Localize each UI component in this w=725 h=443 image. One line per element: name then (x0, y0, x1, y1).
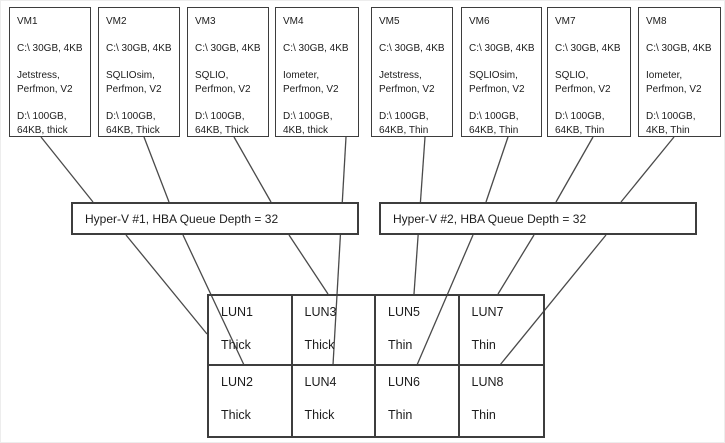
vm5-drive-d: D:\ 100GB, 64KB, Thin (379, 111, 429, 136)
lun2-cell: LUN2 Thick (209, 366, 293, 436)
vm5-workload: Jetstress, Perfmon, V2 (379, 70, 435, 95)
connector-line-hyperv2-lun7 (497, 234, 535, 295)
vm2-name: VM2 (106, 16, 127, 27)
vm8-drive-c: C:\ 30GB, 4KB (646, 43, 712, 54)
lun6-type: Thin (388, 408, 413, 422)
lun2-name: LUN2 (221, 375, 253, 389)
vm7-workload: SQLIO, Perfmon, V2 (555, 70, 611, 95)
vm3-drive-d: D:\ 100GB, 64KB, Thick (195, 111, 249, 136)
vm4-drive-c: C:\ 30GB, 4KB (283, 43, 349, 54)
vm6-drive-c: C:\ 30GB, 4KB (469, 43, 535, 54)
hyperv1-box: Hyper-V #1, HBA Queue Depth = 32 (71, 202, 359, 235)
vm5-name: VM5 (379, 16, 400, 27)
vm4-workload: Iometer, Perfmon, V2 (283, 70, 339, 95)
vm5-box: VM5 C:\ 30GB, 4KB Jetstress, Perfmon, V2… (371, 7, 453, 137)
lun8-name: LUN8 (471, 375, 504, 389)
lun4-cell: LUN4 Thick (293, 366, 376, 436)
vm4-box: VM4 C:\ 30GB, 4KB Iometer, Perfmon, V2 D… (275, 7, 359, 137)
lun3-cell: LUN3 Thick (292, 296, 376, 366)
vm4-drive-d: D:\ 100GB, 4KB, thick (283, 111, 333, 136)
vm8-name: VM8 (646, 16, 667, 27)
vm6-workload: SQLIOsim, Perfmon, V2 (469, 70, 525, 95)
vm3-box: VM3 C:\ 30GB, 4KB SQLIO, Perfmon, V2 D:\… (187, 7, 269, 137)
vm3-name: VM3 (195, 16, 216, 27)
vm5-drive-c: C:\ 30GB, 4KB (379, 43, 445, 54)
lun4-name: LUN4 (304, 375, 337, 389)
vm1-workload: Jetstress, Perfmon, V2 (17, 70, 73, 95)
lun8-cell: LUN8 Thin (460, 366, 544, 436)
lun1-type: Thick (221, 338, 251, 352)
connector-line-vm3-hyperv1 (233, 136, 272, 203)
vm3-drive-c: C:\ 30GB, 4KB (195, 43, 261, 54)
vm2-drive-c: C:\ 30GB, 4KB (106, 43, 172, 54)
connector-line-vm8-hyperv2 (620, 136, 675, 203)
connector-line-vm4-lun4-via-hyperv1 (332, 136, 347, 366)
connector-line-hyperv1-lun2 (182, 234, 245, 366)
lun5-type: Thin (388, 338, 413, 352)
hyperv1-label: Hyper-V #1, HBA Queue Depth = 32 (85, 211, 279, 226)
vm1-box: VM1 C:\ 30GB, 4KB Jetstress, Perfmon, V2… (9, 7, 91, 137)
lun8-type: Thin (471, 408, 496, 422)
connector-line-vm7-hyperv2 (555, 136, 594, 203)
vm7-drive-c: C:\ 30GB, 4KB (555, 43, 621, 54)
vm8-workload: Iometer, Perfmon, V2 (646, 70, 702, 95)
lun1-name: LUN1 (221, 305, 253, 319)
vm8-box: VM8 C:\ 30GB, 4KB Iometer, Perfmon, V2 D… (638, 7, 721, 137)
lun7-cell: LUN7 Thin (459, 296, 543, 366)
lun7-name: LUN7 (471, 305, 504, 319)
lun2-type: Thick (221, 408, 251, 422)
vm7-box: VM7 C:\ 30GB, 4KB SQLIO, Perfmon, V2 D:\… (547, 7, 631, 137)
hyperv2-box: Hyper-V #2, HBA Queue Depth = 32 (379, 202, 697, 235)
vm4-name: VM4 (283, 16, 304, 27)
lun4-type: Thick (304, 408, 335, 422)
lun3-type: Thick (304, 338, 335, 352)
vm8-drive-d: D:\ 100GB, 4KB, Thin (646, 111, 696, 136)
lun1-cell: LUN1 Thick (209, 296, 293, 366)
hyperv2-label: Hyper-V #2, HBA Queue Depth = 32 (393, 211, 587, 226)
lun7-type: Thin (471, 338, 496, 352)
vm6-box: VM6 C:\ 30GB, 4KB SQLIOsim, Perfmon, V2 … (461, 7, 542, 137)
vm2-workload: SQLIOsim, Perfmon, V2 (106, 70, 162, 95)
vm1-drive-d: D:\ 100GB, 64KB, thick (17, 111, 68, 136)
connector-line-hyperv1-lun3 (288, 234, 329, 295)
lun6-cell: LUN6 Thin (376, 366, 460, 436)
vm2-box: VM2 C:\ 30GB, 4KB SQLIOsim, Perfmon, V2 … (98, 7, 180, 137)
vm7-name: VM7 (555, 16, 576, 27)
connector-line-hyperv2-lun8 (499, 234, 607, 366)
connector-line-vm6-hyperv2 (485, 136, 509, 203)
lun3-name: LUN3 (304, 305, 337, 319)
lun-grid: LUN1 Thick LUN3 Thick LUN5 Thin LUN7 Thi… (207, 294, 545, 438)
lun5-cell: LUN5 Thin (376, 296, 460, 366)
vm1-drive-c: C:\ 30GB, 4KB (17, 43, 83, 54)
connector-line-vm1-hyperv1 (40, 136, 94, 203)
vm2-drive-d: D:\ 100GB, 64KB, Thick (106, 111, 160, 136)
lun6-name: LUN6 (388, 375, 420, 389)
vm7-drive-d: D:\ 100GB, 64KB, Thin (555, 111, 605, 136)
vm3-workload: SQLIO, Perfmon, V2 (195, 70, 251, 95)
vm1-name: VM1 (17, 16, 38, 27)
connector-line-vm2-hyperv1 (143, 136, 170, 203)
connector-line-hyperv1-lun1 (125, 234, 208, 335)
connector-line-hyperv2-lun6 (416, 234, 474, 366)
lun5-name: LUN5 (388, 305, 420, 319)
vm6-name: VM6 (469, 16, 490, 27)
vm6-drive-d: D:\ 100GB, 64KB, Thin (469, 111, 519, 136)
